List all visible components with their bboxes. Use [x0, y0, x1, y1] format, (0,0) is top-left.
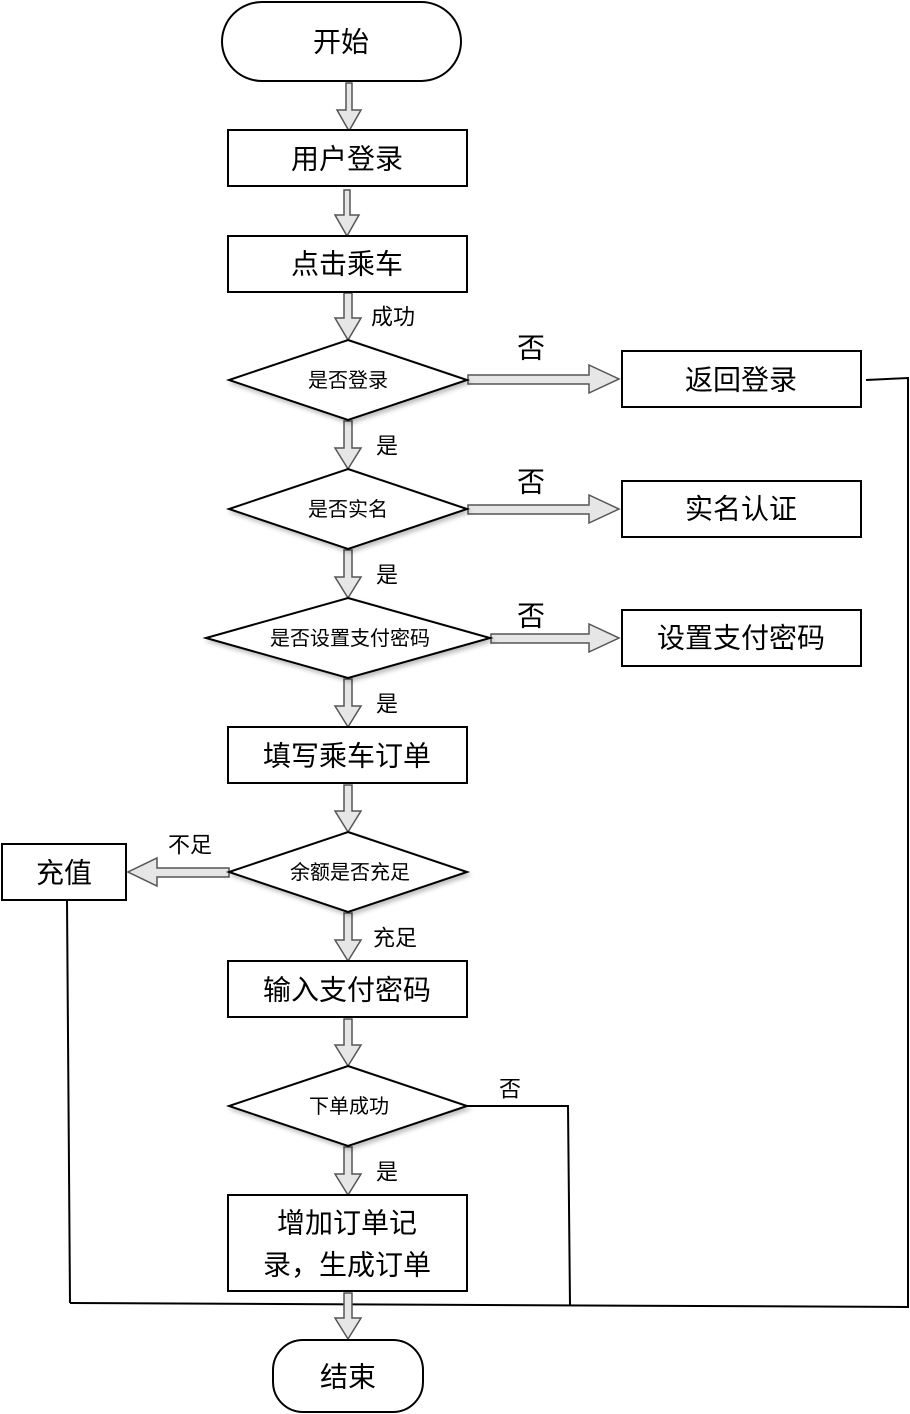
arrow-haspaypwd-to-fillorder	[333, 678, 363, 729]
end-node: 结束	[272, 1339, 424, 1413]
back-login-label: 返回登录	[685, 364, 797, 397]
fill-order-node: 填写乘车订单	[227, 726, 468, 784]
is-logged-in-decision: 是否登录	[225, 338, 471, 422]
enter-pay-pwd-node: 输入支付密码	[227, 960, 468, 1018]
back-login-node: 返回登录	[621, 350, 862, 408]
start-label: 开始	[313, 26, 369, 59]
arrow-isrealname-no	[467, 493, 621, 525]
realname-auth-label: 实名认证	[685, 493, 797, 526]
connector-back-login-to-end	[69, 376, 909, 1309]
edge-label-no-realname: 否	[517, 466, 545, 499]
ride-label: 点击乘车	[291, 248, 403, 281]
edge-label-no-paypwd: 否	[517, 600, 545, 633]
is-realname-decision: 是否实名	[225, 467, 471, 551]
balance-decision: 余额是否充足	[225, 830, 471, 914]
realname-auth-node: 实名认证	[621, 480, 862, 538]
order-success-label: 下单成功	[309, 1094, 389, 1118]
is-logged-in-label: 是否登录	[308, 368, 388, 392]
edge-label-yes-paypwd: 是	[376, 693, 398, 718]
set-pay-pwd-node: 设置支付密码	[621, 609, 862, 667]
arrow-balance-insufficient	[126, 856, 230, 888]
arrow-login-to-ride	[333, 189, 361, 238]
balance-label: 余额是否充足	[290, 860, 410, 884]
arrow-addrecord-to-end	[333, 1292, 363, 1341]
end-label: 结束	[320, 1361, 376, 1394]
connector-recharge-to-end	[66, 900, 71, 1304]
arrow-balance-to-enterpwd	[333, 912, 363, 963]
edge-label-no-order: 否	[499, 1078, 521, 1103]
recharge-label: 充值	[36, 857, 92, 890]
edge-label-success: 成功	[371, 306, 415, 331]
arrow-ordersuccess-to-addrecord	[333, 1146, 363, 1197]
order-success-decision: 下单成功	[225, 1064, 471, 1148]
arrow-isrealname-to-haspaypwd	[333, 549, 363, 600]
set-pay-pwd-label: 设置支付密码	[657, 622, 825, 655]
login-node: 用户登录	[227, 129, 468, 187]
arrow-islogin-to-isrealname	[333, 420, 363, 471]
fill-order-label: 填写乘车订单	[263, 740, 431, 773]
edge-label-yes-order: 是	[376, 1161, 398, 1186]
is-realname-label: 是否实名	[308, 497, 388, 521]
arrow-ride-to-islogin	[333, 292, 363, 342]
edge-label-no-login: 否	[517, 332, 545, 365]
arrow-enterpwd-to-ordersuccess	[333, 1018, 363, 1068]
edge-label-insufficient: 不足	[168, 834, 212, 859]
add-record-label-line1: 增加订单记	[277, 1207, 417, 1240]
edge-label-yes-realname: 是	[376, 564, 398, 589]
enter-pay-pwd-label: 输入支付密码	[263, 974, 431, 1007]
arrow-start-to-login	[335, 82, 363, 133]
edge-label-sufficient: 充足	[373, 927, 417, 952]
recharge-node: 充值	[1, 843, 127, 901]
edge-label-yes-login: 是	[376, 435, 398, 460]
connector-order-fail-to-end	[467, 1105, 571, 1306]
has-pay-pwd-label: 是否设置支付密码	[270, 626, 430, 650]
start-node: 开始	[221, 1, 462, 82]
add-record-node: 增加订单记 录，生成订单	[227, 1194, 468, 1292]
arrow-islogin-no	[467, 363, 621, 395]
arrow-fillorder-to-balance	[333, 784, 363, 834]
add-record-label-line2: 录，生成订单	[263, 1249, 431, 1282]
arrow-haspaypwd-no	[490, 622, 621, 654]
ride-node: 点击乘车	[227, 235, 468, 293]
has-pay-pwd-decision: 是否设置支付密码	[202, 596, 494, 680]
login-label: 用户登录	[291, 143, 403, 176]
